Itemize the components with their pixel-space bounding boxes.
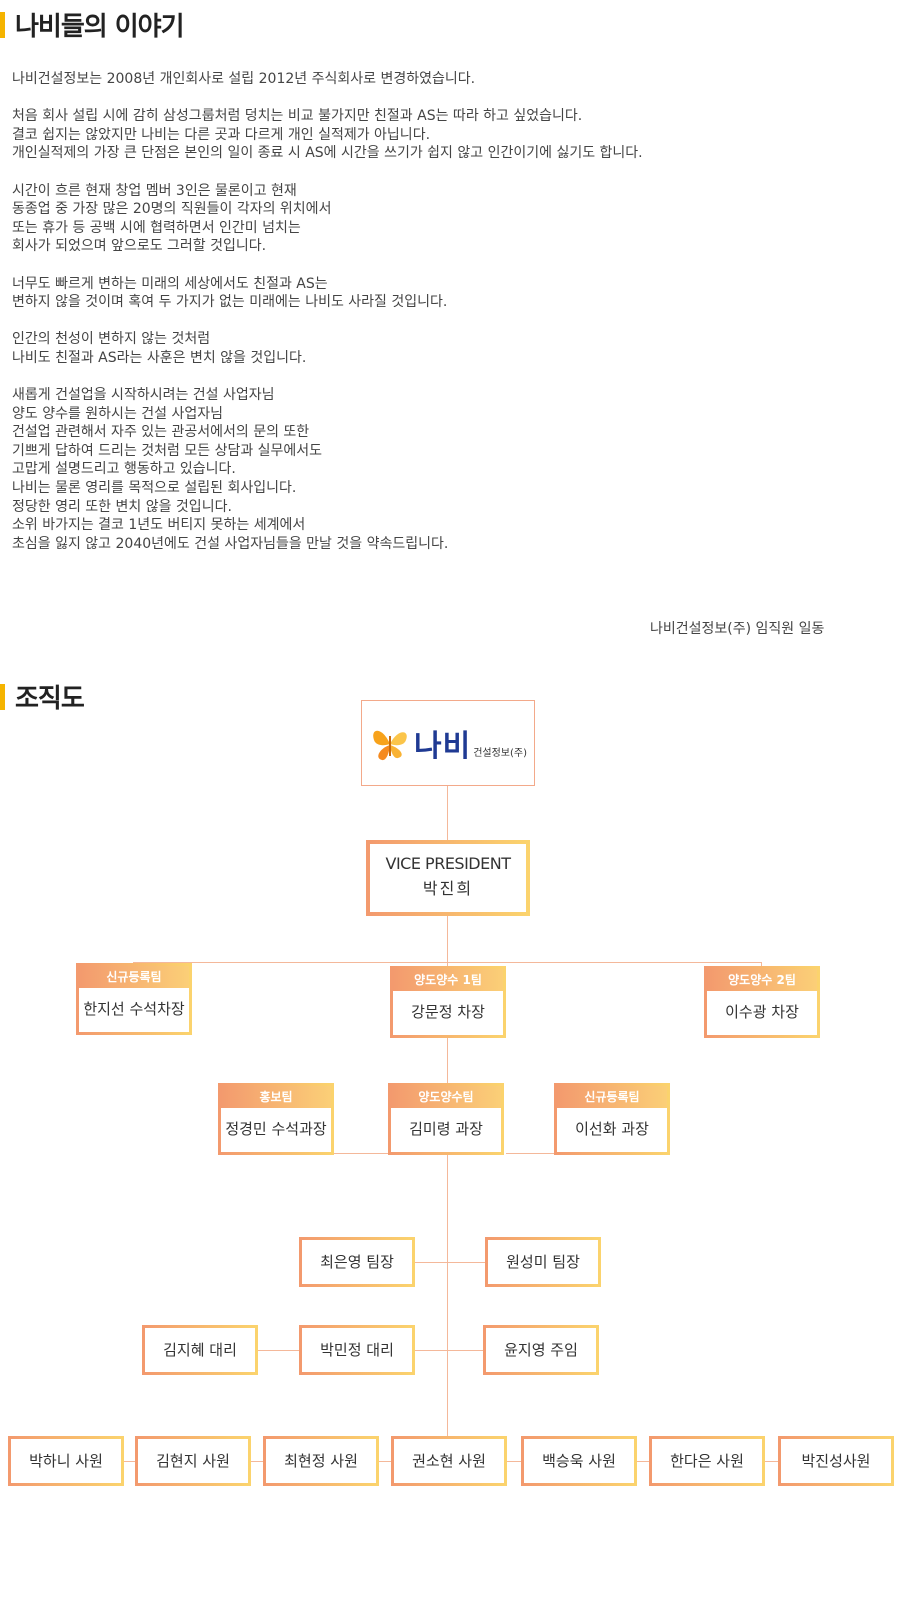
butterfly-icon: [373, 730, 407, 761]
staff-box: 원성미 팀장: [485, 1237, 601, 1287]
story-line: 변하지 않을 것이며 혹여 두 가지가 없는 미래에는 나비도 사라질 것입니다…: [12, 294, 448, 311]
staff-box: 권소현 사원: [391, 1436, 507, 1486]
story-paragraph: 나비건설정보는 2008년 개인회사로 설립 2012년 주식회사로 변경하였습…: [12, 70, 892, 89]
story-line: 개인실적제의 가장 큰 단점은 본인의 일이 종료 시 AS에 시간을 쓰기가 …: [12, 145, 643, 162]
story-line: 시간이 흐른 현재 창업 멤버 3인은 물론이고 현재: [12, 182, 297, 199]
signature: 나비건설정보(주) 임직원 일동: [650, 621, 825, 637]
org-title: 조직도: [15, 684, 85, 714]
story-line: 고맙게 설명드리고 행동하고 있습니다.: [12, 461, 236, 478]
connector-line: [447, 916, 448, 1471]
story-line: 인간의 천성이 변하지 않는 것처럼: [12, 331, 211, 348]
team-member-name: 김미령 과장: [409, 1120, 483, 1138]
connector-line: [447, 786, 448, 840]
connector-line: [415, 1350, 484, 1351]
story-line: 건설업 관련해서 자주 있는 관공서에서의 문의 또한: [12, 424, 310, 441]
vp-title: VICE PRESIDENT: [385, 854, 511, 873]
connector-line: [258, 1350, 300, 1351]
story-paragraph: 너무도 빠르게 변하는 미래의 세상에서도 친절과 AS는 변하지 않을 것이며…: [12, 275, 892, 312]
story-line: 기쁘게 답하여 드리는 것처럼 모든 상담과 실무에서도: [12, 442, 323, 459]
story-line: 너무도 빠르게 변하는 미래의 세상에서도 친절과 AS는: [12, 275, 328, 292]
story-paragraph: 처음 회사 설립 시에 감히 삼성그룹처럼 덩치는 비교 불가지만 친절과 AS…: [12, 107, 892, 163]
team-header: 양도양수 1팀: [393, 969, 503, 991]
story-line: 정당한 영리 또한 변치 않을 것입니다.: [12, 498, 232, 515]
team-header: 양도양수팀: [391, 1086, 501, 1108]
staff-box: 박민정 대리: [299, 1325, 415, 1375]
title-accent-bar: [0, 683, 5, 710]
staff-box: 한다은 사원: [649, 1436, 765, 1486]
title-accent-bar: [0, 11, 5, 38]
team-box-pr: 홍보팀 정경민 수석과장: [218, 1083, 334, 1155]
staff-box: 최은영 팀장: [299, 1237, 415, 1287]
connector-line: [415, 1262, 486, 1263]
section-title-story: 나비들의 이야기: [0, 6, 184, 43]
staff-box: 최현정 사원: [263, 1436, 379, 1486]
staff-box: 박진성사원: [778, 1436, 894, 1486]
story-line: 처음 회사 설립 시에 감히 삼성그룹처럼 덩치는 비교 불가지만 친절과 AS…: [12, 108, 583, 125]
story-paragraph: 새롭게 건설업을 시작하시려는 건설 사업자님 양도 양수를 원하시는 건설 사…: [12, 386, 892, 553]
team-box-transfer-2: 양도양수 2팀 이수광 차장: [704, 966, 820, 1038]
staff-box: 김지혜 대리: [142, 1325, 258, 1375]
story-line: 또는 휴가 등 공백 시에 협력하면서 인간미 넘치는: [12, 219, 301, 236]
story-line: 나비건설정보는 2008년 개인회사로 설립 2012년 주식회사로 변경하였습…: [12, 71, 476, 87]
story-line: 초심을 잃지 않고 2040년에도 건설 사업자님들을 만날 것을 약속드립니다…: [12, 535, 449, 552]
team-member-name: 한지선 수석차장: [83, 1000, 185, 1018]
story-paragraph: 인간의 천성이 변하지 않는 것처럼 나비도 친절과 AS라는 사훈은 변치 않…: [12, 330, 892, 367]
vice-president-box: VICE PRESIDENT 박진희: [366, 840, 530, 916]
team-member-name: 이수광 차장: [725, 1003, 799, 1021]
team-box-transfer: 양도양수팀 김미령 과장: [388, 1083, 504, 1155]
team-member-name: 정경민 수석과장: [225, 1120, 327, 1138]
team-header: 양도양수 2팀: [707, 969, 817, 991]
staff-box: 박하니 사원: [8, 1436, 124, 1486]
staff-box: 김현지 사원: [135, 1436, 251, 1486]
team-box-transfer-1: 양도양수 1팀 강문정 차장: [390, 966, 506, 1038]
logo-sub-text: 건설정보(주): [473, 747, 528, 759]
team-member-name: 강문정 차장: [411, 1003, 485, 1021]
connector-line: [506, 1153, 556, 1154]
story-line: 동종업 중 가장 많은 20명의 직원들이 각자의 위치에서: [12, 201, 332, 218]
team-header: 신규등록팀: [79, 966, 189, 988]
story-line: 소위 바가지는 결코 1년도 버티지 못하는 세계에서: [12, 517, 306, 534]
story-line: 회사가 되었으며 앞으로도 그러할 것입니다.: [12, 238, 267, 255]
team-member-name: 이선화 과장: [575, 1120, 649, 1138]
staff-box: 윤지영 주임: [483, 1325, 599, 1375]
story-line: 양도 양수를 원하시는 건설 사업자님: [12, 405, 223, 422]
vp-name: 박진희: [422, 879, 474, 898]
story-line: 나비도 친절과 AS라는 사훈은 변치 않을 것입니다.: [12, 349, 307, 366]
story-line: 결코 쉽지는 않았지만 나비는 다른 곳과 다르게 개인 실적제가 아닙니다.: [12, 126, 431, 143]
team-box-new-registration: 신규등록팀 한지선 수석차장: [76, 963, 192, 1035]
staff-box: 백승욱 사원: [521, 1436, 637, 1486]
connector-line: [334, 1153, 390, 1154]
org-chart: 나비 건설정보(주) VICE PRESIDENT 박진희 신규등록팀 한지선 …: [0, 700, 909, 1500]
logo-main-text: 나비: [414, 729, 472, 764]
story-title: 나비들의 이야기: [15, 12, 184, 42]
team-header: 홍보팀: [221, 1086, 331, 1108]
story-line: 새롭게 건설업을 시작하시려는 건설 사업자님: [12, 387, 275, 404]
connector-line: [133, 962, 762, 963]
company-logo: 나비 건설정보(주): [361, 700, 535, 786]
story-paragraph: 시간이 흐른 현재 창업 멤버 3인은 물론이고 현재 동종업 중 가장 많은 …: [12, 182, 892, 256]
story-line: 나비는 물론 영리를 목적으로 설립된 회사입니다.: [12, 480, 297, 497]
section-title-org: 조직도: [0, 678, 85, 715]
team-header: 신규등록팀: [557, 1086, 667, 1108]
story-text: 나비건설정보는 2008년 개인회사로 설립 2012년 주식회사로 변경하였습…: [12, 70, 892, 572]
team-box-new-registration-2: 신규등록팀 이선화 과장: [554, 1083, 670, 1155]
